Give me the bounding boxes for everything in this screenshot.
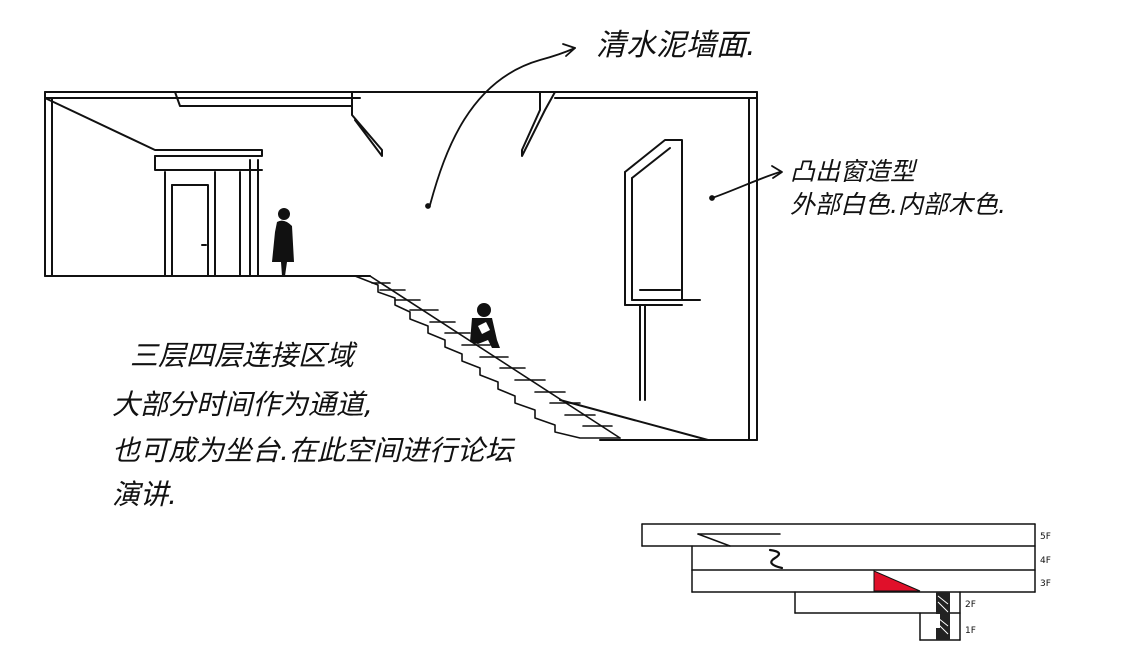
floor-label-5f: 5F [1040,532,1051,542]
person-sitting [470,303,500,348]
hatched-stair [936,592,950,640]
building-section [44,91,758,441]
leader-lines [425,43,783,209]
staircase [354,275,621,439]
bay-window-label-1: 凸出窗造型 [790,157,918,186]
note-line-2: 大部分时间作为通道, [112,388,373,421]
note-line-1: 三层四层连接区域 [130,339,358,372]
floor-label-1f: 1F [965,626,976,636]
floor-label-4f: 4F [1040,556,1051,566]
floor-diagram: 5F 4F 3F 2F 1F [641,523,1051,641]
note-line-3: 也可成为坐台.在此空间进行论坛 [112,434,516,467]
bay-window-label-2: 外部白色.内部木色. [790,190,1006,219]
floor-label-3f: 3F [1040,579,1051,589]
floor-label-2f: 2F [965,600,976,610]
highlight-triangle [873,570,921,592]
person-standing [272,208,294,276]
note-line-4: 演讲. [112,478,177,511]
concrete-wall-label: 清水泥墙面. [596,28,756,63]
